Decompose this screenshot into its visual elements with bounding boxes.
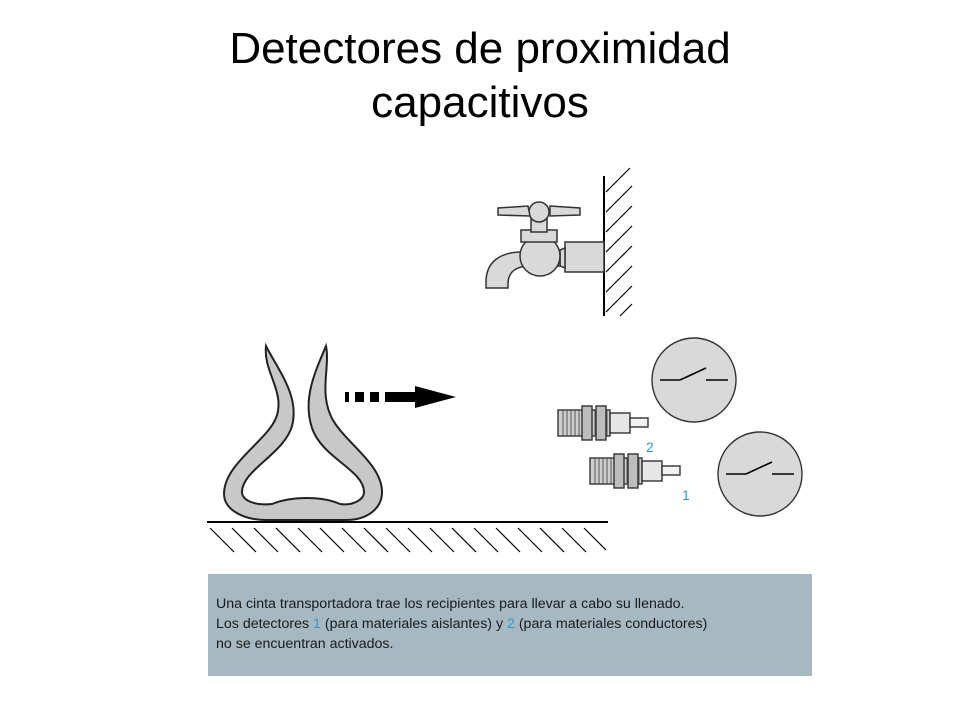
caption-box: Una cinta transportadora trae los recipi… <box>208 574 812 676</box>
detector-1-label: 1 <box>682 487 690 503</box>
water-faucet-icon <box>485 201 605 289</box>
detector-2 <box>557 405 649 441</box>
arrow-right-icon <box>345 386 456 408</box>
detector-2-label: 2 <box>646 439 654 455</box>
slide-title-line-1: Detectores de proximidad <box>229 24 731 73</box>
caption-line-2: Los detectores 1 (para materiales aislan… <box>216 614 812 634</box>
caption-line-2-end: (para materiales conductores) <box>514 616 708 632</box>
container <box>222 342 384 521</box>
slide-title-line-2: capacitivos <box>371 78 589 127</box>
switch-open-icon <box>717 431 803 517</box>
caption-line-2-middle: (para materiales aislantes) y <box>320 616 507 632</box>
caption-line-2-start: Los detectores <box>216 616 314 632</box>
detector-1 <box>589 453 681 489</box>
reference-number-2: 2 <box>507 616 515 632</box>
caption-line-1: Una cinta transportadora trae los recipi… <box>216 596 685 612</box>
switch-open-icon <box>651 337 737 423</box>
conveyor-ground <box>207 521 608 553</box>
slide-title: Detectores de proximidad capacitivos <box>0 22 960 130</box>
caption-text: Una cinta transportadora trae los recipi… <box>216 594 812 654</box>
caption-line-3: no se encuentran activados. <box>216 636 394 652</box>
wall <box>603 167 633 317</box>
reference-number-1: 1 <box>313 616 321 632</box>
